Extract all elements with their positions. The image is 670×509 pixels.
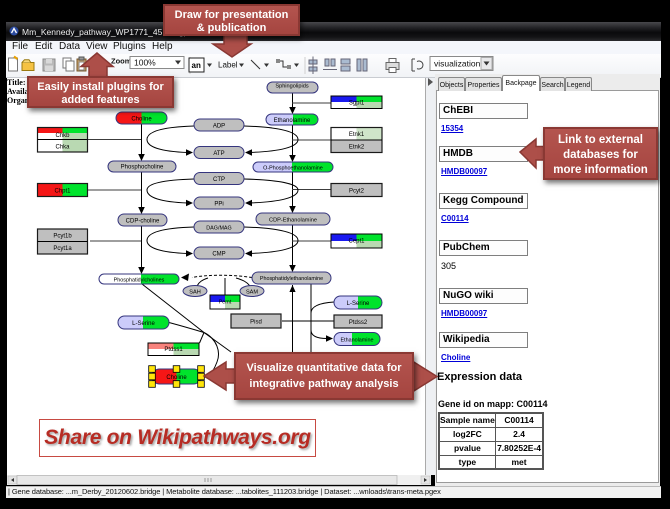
svg-text:Label: Label xyxy=(218,61,238,70)
svg-text:PPi: PPi xyxy=(214,202,223,208)
svg-text:Zoom:: Zoom: xyxy=(111,57,134,66)
svg-text:Etnk2: Etnk2 xyxy=(349,145,365,151)
svg-text:Chka: Chka xyxy=(55,145,70,151)
svg-text:CDP-choline: CDP-choline xyxy=(126,219,160,225)
svg-text:SAH: SAH xyxy=(189,290,201,296)
svg-text:ATP: ATP xyxy=(213,151,224,157)
svg-text:Ethanolamine: Ethanolamine xyxy=(274,118,311,124)
svg-text:Phosphocholine: Phosphocholine xyxy=(121,165,164,171)
svg-text:an: an xyxy=(192,61,201,70)
svg-text:Ethanolamine: Ethanolamine xyxy=(341,338,374,344)
svg-text:Sphingolipids: Sphingolipids xyxy=(275,84,308,90)
svg-text:Pcyt2: Pcyt2 xyxy=(349,189,365,195)
svg-text:CTP: CTP xyxy=(213,177,225,183)
svg-text:Cept1: Cept1 xyxy=(348,239,365,245)
svg-text:DAG/MAG: DAG/MAG xyxy=(206,226,231,232)
svg-text:100%: 100% xyxy=(134,58,156,68)
svg-text:Phosphatidylethanolamine: Phosphatidylethanolamine xyxy=(260,276,323,282)
svg-text:Etnk1: Etnk1 xyxy=(349,132,365,138)
svg-text:Phosphatidylcholines: Phosphatidylcholines xyxy=(114,278,165,284)
svg-text:O-Phosphoethanolamine: O-Phosphoethanolamine xyxy=(263,166,323,172)
svg-text:Ptdss1: Ptdss1 xyxy=(164,347,183,353)
svg-text:CDP-Ethanolamine: CDP-Ethanolamine xyxy=(269,218,317,224)
svg-text:Pcyt1a: Pcyt1a xyxy=(53,246,72,252)
svg-text:ADP: ADP xyxy=(213,124,225,130)
svg-text:Pcyt1b: Pcyt1b xyxy=(53,234,72,240)
svg-text:L-Serine: L-Serine xyxy=(132,321,155,327)
svg-text:L-Serine: L-Serine xyxy=(347,301,370,307)
svg-text:Chkb: Chkb xyxy=(55,133,70,139)
svg-text:Pemt: Pemt xyxy=(219,300,232,306)
svg-text:Pisd: Pisd xyxy=(250,320,262,326)
svg-text:SAM: SAM xyxy=(246,290,258,296)
svg-text:Choline: Choline xyxy=(131,117,152,123)
svg-text:CMP: CMP xyxy=(212,252,225,258)
svg-text:Choline: Choline xyxy=(166,375,187,381)
svg-text:Chpt1: Chpt1 xyxy=(54,189,71,195)
svg-text:Sgpl1: Sgpl1 xyxy=(349,101,365,107)
svg-text:Ptdss2: Ptdss2 xyxy=(349,320,368,326)
svg-text:visualization: visualization xyxy=(434,59,481,69)
